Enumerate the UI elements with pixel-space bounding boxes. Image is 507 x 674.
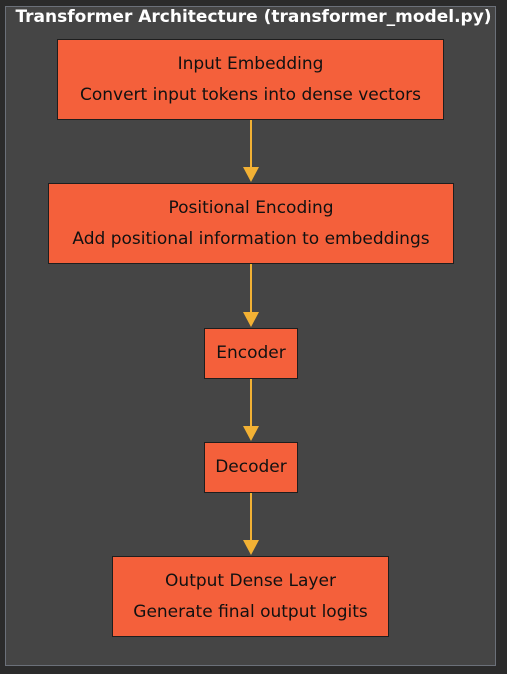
node-encoder: Encoder [204,328,298,379]
node-positional-encoding: Positional Encoding Add positional infor… [48,183,454,264]
node-title: Output Dense Layer [165,570,336,591]
node-title: Input Embedding [177,53,324,74]
node-description: Convert input tokens into dense vectors [79,84,422,105]
node-title: Encoder [216,343,286,363]
diagram-title: Transformer Architecture (transformer_mo… [15,7,492,27]
node-title: Positional Encoding [168,197,334,218]
node-output-dense-layer: Output Dense Layer Generate final output… [112,556,389,637]
node-input-embedding: Input Embedding Convert input tokens int… [57,39,444,120]
node-title: Decoder [215,457,287,477]
node-description: Generate final output logits [133,601,368,622]
node-decoder: Decoder [204,442,298,493]
node-description: Add positional information to embeddings [72,228,430,249]
